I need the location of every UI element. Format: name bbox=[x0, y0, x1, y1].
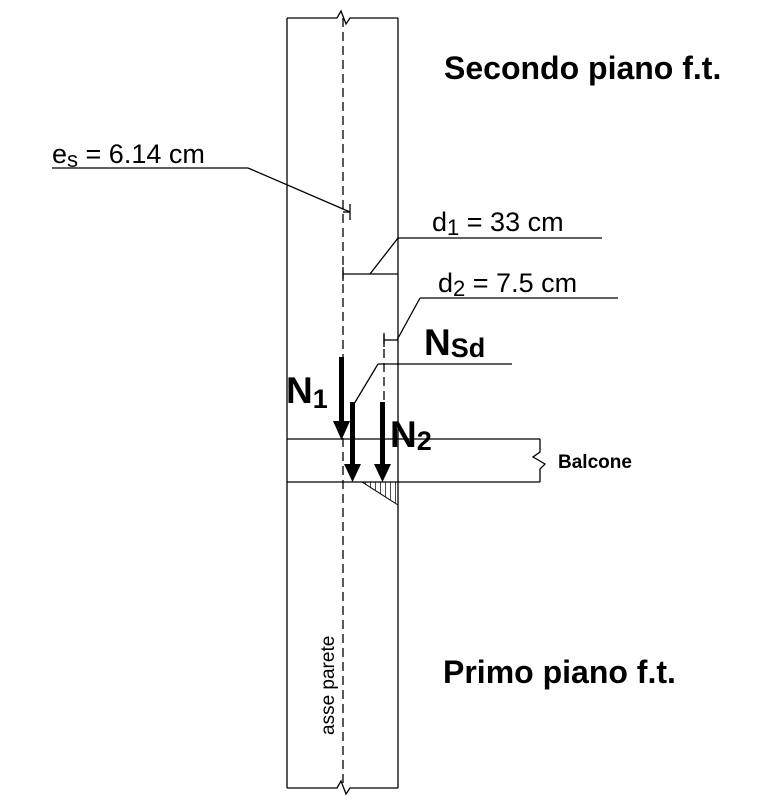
bearing-hatch bbox=[360, 481, 399, 506]
es-dimension bbox=[52, 167, 351, 220]
arrow-n2 bbox=[374, 402, 391, 482]
d1-dimension bbox=[342, 237, 602, 281]
floor-upper-label: Secondo piano f.t. bbox=[444, 50, 721, 86]
balcony-slab bbox=[287, 438, 547, 483]
arrow-n1 bbox=[333, 357, 350, 440]
d2-dimension bbox=[383, 297, 618, 347]
n2-label: N2 bbox=[390, 414, 432, 456]
floor-lower-label: Primo piano f.t. bbox=[443, 654, 676, 690]
d2-label: d2 = 7.5 cm bbox=[438, 268, 577, 301]
nsd-label: NSd bbox=[424, 322, 485, 363]
wall-axis-label: asse parete bbox=[318, 636, 339, 735]
nsd-leader bbox=[353, 363, 512, 405]
balcony-label: Balcone bbox=[558, 452, 632, 473]
es-label: es = 6.14 cm bbox=[52, 139, 205, 172]
n1-label: N1 bbox=[286, 370, 328, 414]
wall-outline bbox=[286, 9, 399, 796]
arrow-nsd bbox=[344, 402, 361, 482]
d1-label: d1 = 33 cm bbox=[432, 207, 564, 240]
